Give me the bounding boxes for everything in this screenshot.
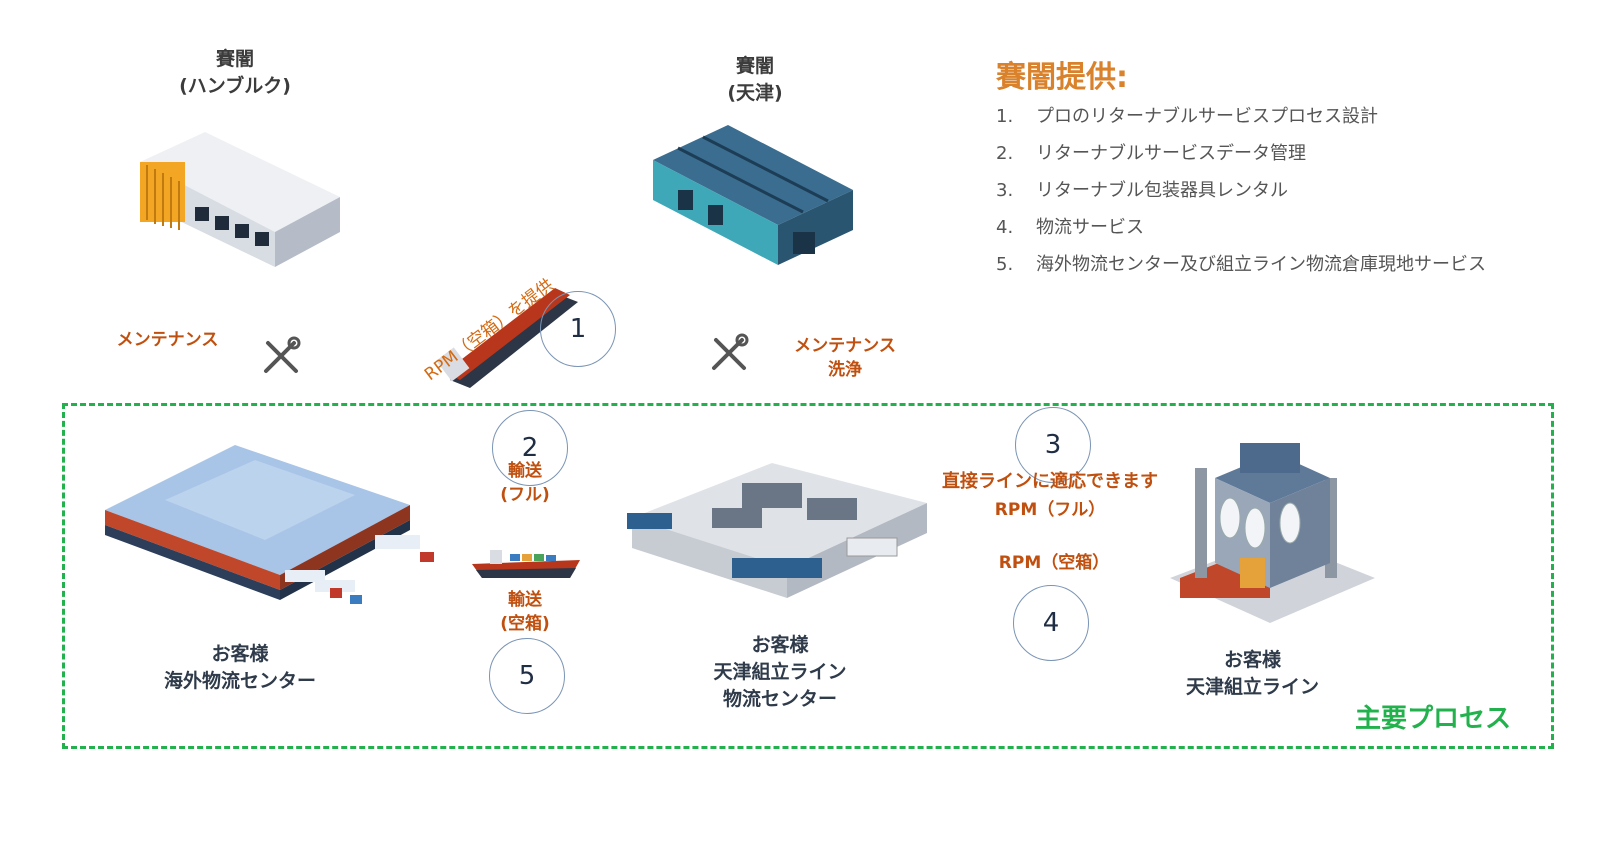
customer-site: 天津組立ライン [713,661,847,683]
service-num: 3. [996,180,1014,201]
service-text: 海外物流センター及び組立ライン物流倉庫現地サービス [1036,254,1486,275]
service-text: リターナブル包装器具レンタル [1036,180,1288,201]
direct-line-label: 直接ラインに適応できます [942,471,1158,492]
service-num: 2. [996,143,1014,164]
transport-type: (フル) [500,485,550,505]
service-item: 5. 海外物流センター及び組立ライン物流倉庫現地サービス [996,246,1486,283]
service-item: 2. リターナブルサービスデータ管理 [996,135,1486,172]
cleaning-text: 洗浄 [828,360,862,380]
transport-text: 輸送 [508,461,542,481]
customer-text: お客様 [751,634,809,656]
transport-full-label: 輸送 (フル) [475,459,575,507]
service-item: 4. 物流サービス [996,209,1486,246]
maintenance-left-label: メンテナンス [116,330,219,350]
tools-icon [264,336,301,373]
customer-site-detail: 物流センター [722,688,837,710]
tianjin-warehouse-icon [653,125,853,265]
main-process-box [62,403,1554,749]
step-circle-1: 1 [540,291,616,367]
small-ship-icon [472,550,580,578]
service-num: 1. [996,106,1014,127]
step-circle-5: 5 [489,638,565,714]
transport-empty-label: 輸送 (空箱) [475,588,575,636]
overseas-logistics-center-icon [105,445,434,604]
step-circle-4: 4 [1013,585,1089,661]
tools-icon [712,333,749,370]
service-text: プロのリターナブルサービスプロセス設計 [1036,106,1378,127]
maintenance-text: メンテナンス [794,336,896,356]
provider-name: 賽闇 [735,55,774,77]
provider-tianjin-title: 賽闇 (天津) [670,53,840,107]
customer-site: 海外物流センター [163,670,316,692]
transport-type: (空箱) [500,614,550,634]
customer-text: お客様 [211,643,269,665]
step-circle-2: 2 [492,410,568,486]
service-text: リターナブルサービスデータ管理 [1036,143,1306,164]
provider-location: (ハンブルク) [179,75,291,97]
service-item: 1. プロのリターナブルサービスプロセス設計 [996,98,1486,135]
customer-text: お客様 [1223,649,1281,671]
services-list: 1.プロのリターナブルサービスプロセス設計 2.リターナブルサービスデータ管理 … [996,98,1486,283]
service-item: 3. リターナブル包装器具レンタル [996,172,1486,209]
provider-location: (天津) [727,82,783,104]
factory-icon [1170,443,1375,623]
rpm-empty-label: RPM（空箱） [998,553,1110,573]
hamburg-warehouse-icon [140,132,340,267]
service-num: 5. [996,254,1014,275]
maintenance-right-label: メンテナンス 洗浄 [775,334,915,382]
step-circle-3: 3 [1015,407,1091,483]
provider-hamburg-title: 賽闇 (ハンブルク) [150,46,320,100]
customer-tianjin-line-label: お客様 天津組立ライン [1140,647,1365,701]
assembly-logistics-center-icon [627,463,927,598]
service-num: 4. [996,217,1014,238]
customer-overseas-label: お客様 海外物流センター [130,641,350,695]
transport-text: 輸送 [508,590,542,610]
service-text: 物流サービス [1036,217,1144,238]
rpm-full-label: RPM（フル） [994,500,1106,520]
services-title: 賽闇提供: [996,60,1128,95]
customer-site: 天津組立ライン [1185,676,1319,698]
main-process-label: 主要プロセス [1355,704,1512,734]
customer-tianjin-center-label: お客様 天津組立ライン 物流センター [670,632,890,713]
provider-name: 賽闇 [215,48,254,70]
